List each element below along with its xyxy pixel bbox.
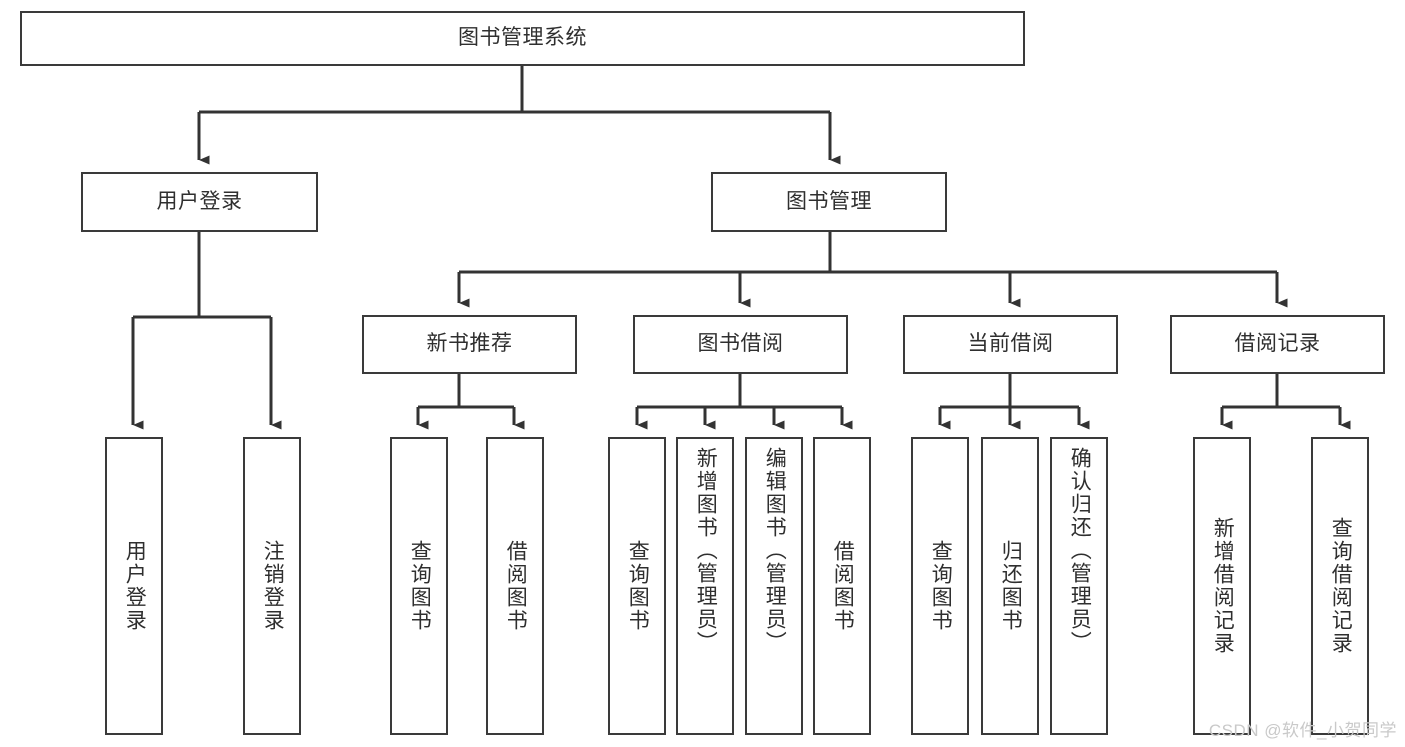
node-label: 查询图书	[408, 540, 432, 632]
node-label: 注销登录	[261, 540, 285, 632]
node-label: 用户登录	[123, 540, 147, 632]
node-leaf-query-borrow-record[interactable]: 查询借阅记录	[1311, 437, 1369, 735]
node-label: 查询借阅记录	[1329, 517, 1353, 655]
node-user-login[interactable]: 用户登录	[81, 172, 318, 232]
node-label: 新书推荐	[426, 332, 513, 356]
node-label: 当前借阅	[967, 332, 1054, 356]
node-label: 借阅图书	[504, 540, 528, 632]
node-root-book-management-system[interactable]: 图书管理系统	[20, 11, 1025, 66]
node-label: 编辑图书（管理员）	[763, 447, 787, 654]
node-label: 新增借阅记录	[1211, 517, 1235, 655]
node-leaf-query-book-borrow[interactable]: 查询图书	[608, 437, 666, 735]
node-label: 用户登录	[156, 189, 243, 213]
node-label: 查询图书	[626, 540, 650, 632]
node-book-borrow[interactable]: 图书借阅	[633, 315, 848, 374]
node-label: 归还图书	[999, 540, 1023, 632]
node-label: 借阅图书	[831, 540, 855, 632]
node-label: 图书借阅	[697, 332, 784, 356]
node-label: 借阅记录	[1234, 332, 1321, 356]
node-leaf-borrow-book-recommend[interactable]: 借阅图书	[486, 437, 544, 735]
node-leaf-query-book-recommend[interactable]: 查询图书	[390, 437, 448, 735]
node-leaf-user-logout[interactable]: 注销登录	[243, 437, 301, 735]
node-label: 确认归还（管理员）	[1068, 447, 1092, 654]
node-borrow-record[interactable]: 借阅记录	[1170, 315, 1385, 374]
node-leaf-return-book[interactable]: 归还图书	[981, 437, 1039, 735]
node-current-borrow[interactable]: 当前借阅	[903, 315, 1118, 374]
node-leaf-confirm-return-admin[interactable]: 确认归还（管理员）	[1050, 437, 1108, 735]
node-leaf-query-book-current[interactable]: 查询图书	[911, 437, 969, 735]
node-label: 图书管理	[786, 189, 872, 213]
node-new-book-recommend[interactable]: 新书推荐	[362, 315, 577, 374]
node-label: 图书管理系统	[458, 26, 587, 50]
node-leaf-add-borrow-record[interactable]: 新增借阅记录	[1193, 437, 1251, 735]
node-book-management[interactable]: 图书管理	[711, 172, 947, 232]
node-label: 查询图书	[929, 540, 953, 632]
csdn-watermark: CSDN @软件_小贺同学	[1208, 721, 1397, 740]
node-leaf-edit-book-admin[interactable]: 编辑图书（管理员）	[745, 437, 803, 735]
node-leaf-user-login[interactable]: 用户登录	[105, 437, 163, 735]
node-label: 新增图书（管理员）	[694, 447, 718, 654]
node-leaf-add-book-admin[interactable]: 新增图书（管理员）	[676, 437, 734, 735]
node-leaf-borrow-book[interactable]: 借阅图书	[813, 437, 871, 735]
